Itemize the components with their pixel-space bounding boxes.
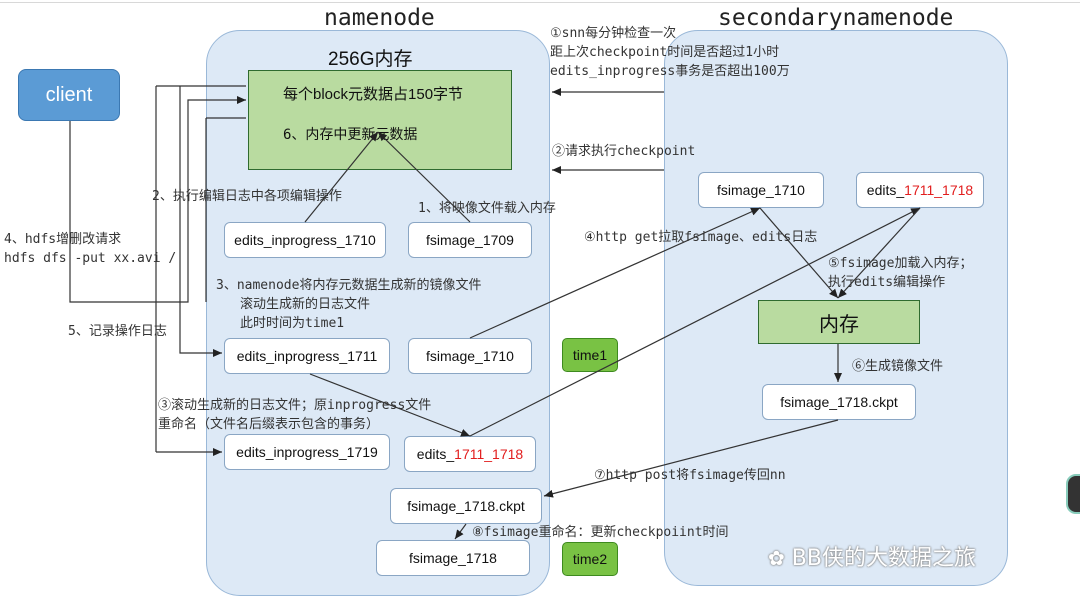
annotation-http-get: ④http get拉取fsimage、edits日志 <box>584 230 818 245</box>
top-border <box>0 2 1080 3</box>
snn-fsimage-1710: fsimage_1710 <box>698 172 824 208</box>
memory-box-line1: 每个block元数据占150字节 <box>283 86 464 103</box>
annotation-request-checkpoint: ②请求执行checkpoint <box>552 144 696 159</box>
watermark-text: BB侠的大数据之旅 <box>791 546 976 571</box>
annotation-step3: 3、namenode将内存元数据生成新的镜像文件 滚动生成新的日志文件 此时时间… <box>216 276 481 333</box>
nn-edits-1711-1718: edits_1711_1718 <box>404 436 536 472</box>
snn-check-line3: edits_inprogress事务是否超出100万 <box>550 64 790 79</box>
load-memory-line1: ⑤fsimage加载入内存； <box>828 256 973 271</box>
nn-fsimage-1718: fsimage_1718 <box>376 540 530 576</box>
watermark: ✿ BB侠的大数据之旅 <box>768 540 976 572</box>
nn-fsimage-1718-ckpt: fsimage_1718.ckpt <box>390 488 542 524</box>
annotation-roll-new-log: ③滚动生成新的日志文件；原inprogress文件 重命名（文件名后缀表示包含的… <box>158 396 431 434</box>
annotation-http-post: ⑦http post将fsimage传回nn <box>594 468 786 483</box>
nn-fsimage-1710: fsimage_1710 <box>408 338 532 374</box>
snn-edits-1711-1718: edits_1711_1718 <box>856 172 984 208</box>
memory-label: 256G内存 <box>328 49 413 70</box>
roll-new-log-line1: ③滚动生成新的日志文件；原inprogress文件 <box>158 398 432 413</box>
snn-edits-range: 1711_1718 <box>904 182 974 198</box>
annotation-step1: 1、将映像文件载入内存 <box>418 201 556 216</box>
wechat-icon: ✿ <box>768 546 785 570</box>
load-memory-line2: 执行edits编辑操作 <box>828 275 946 290</box>
nn-edits-inprogress-1711: edits_inprogress_1711 <box>224 338 390 374</box>
annotation-step5: 5、记录操作日志 <box>68 324 167 339</box>
nn-edits-inprogress-1719: edits_inprogress_1719 <box>224 434 390 470</box>
annotation-step4: 4、hdfs增删改请求 hdfs dfs -put xx.avi / <box>4 230 176 268</box>
step4-line2: hdfs dfs -put xx.avi / <box>4 251 177 266</box>
step3-line2: 滚动生成新的日志文件 <box>240 297 371 312</box>
roll-new-log-line2: 重命名（文件名后缀表示包含的事务） <box>158 417 380 432</box>
step3-line3: 此时时间为time1 <box>240 316 345 331</box>
step4-line1: 4、hdfs增删改请求 <box>4 232 122 247</box>
step3-line1: 3、namenode将内存元数据生成新的镜像文件 <box>216 278 482 293</box>
nn-edits-inprogress-1710: edits_inprogress_1710 <box>224 222 386 258</box>
snn-check-line2: 距上次checkpoint时间是否超过1小时 <box>550 45 780 60</box>
snn-check-line1: ①snn每分钟检查一次 <box>550 26 677 41</box>
annotation-snn-check: ①snn每分钟检查一次 距上次checkpoint时间是否超过1小时 edits… <box>550 24 790 81</box>
annotation-step2: 2、执行编辑日志中各项编辑操作 <box>152 189 342 204</box>
snn-memory-box: 内存 <box>758 300 920 344</box>
annotation-load-memory: ⑤fsimage加载入内存； 执行edits编辑操作 <box>828 254 972 292</box>
snn-edits-prefix: edits_ <box>866 182 905 198</box>
corner-widget-icon <box>1066 474 1080 514</box>
client-node: client <box>18 69 120 121</box>
secondarynamenode-title: secondarynamenode <box>718 5 954 31</box>
nn-fsimage-1709: fsimage_1709 <box>408 222 532 258</box>
time2-badge: time2 <box>562 542 618 576</box>
snn-fsimage-1718-ckpt: fsimage_1718.ckpt <box>762 384 916 420</box>
namenode-title: namenode <box>324 5 435 31</box>
memory-metadata-box: 每个block元数据占150字节 6、内存中更新元数据 <box>248 70 512 170</box>
annotation-gen-image: ⑥生成镜像文件 <box>852 359 944 374</box>
nn-edits-prefix: edits_ <box>416 446 455 462</box>
annotation-rename: ⑧fsimage重命名：更新checkpoiint时间 <box>472 525 729 540</box>
nn-edits-range: 1711_1718 <box>454 446 524 462</box>
